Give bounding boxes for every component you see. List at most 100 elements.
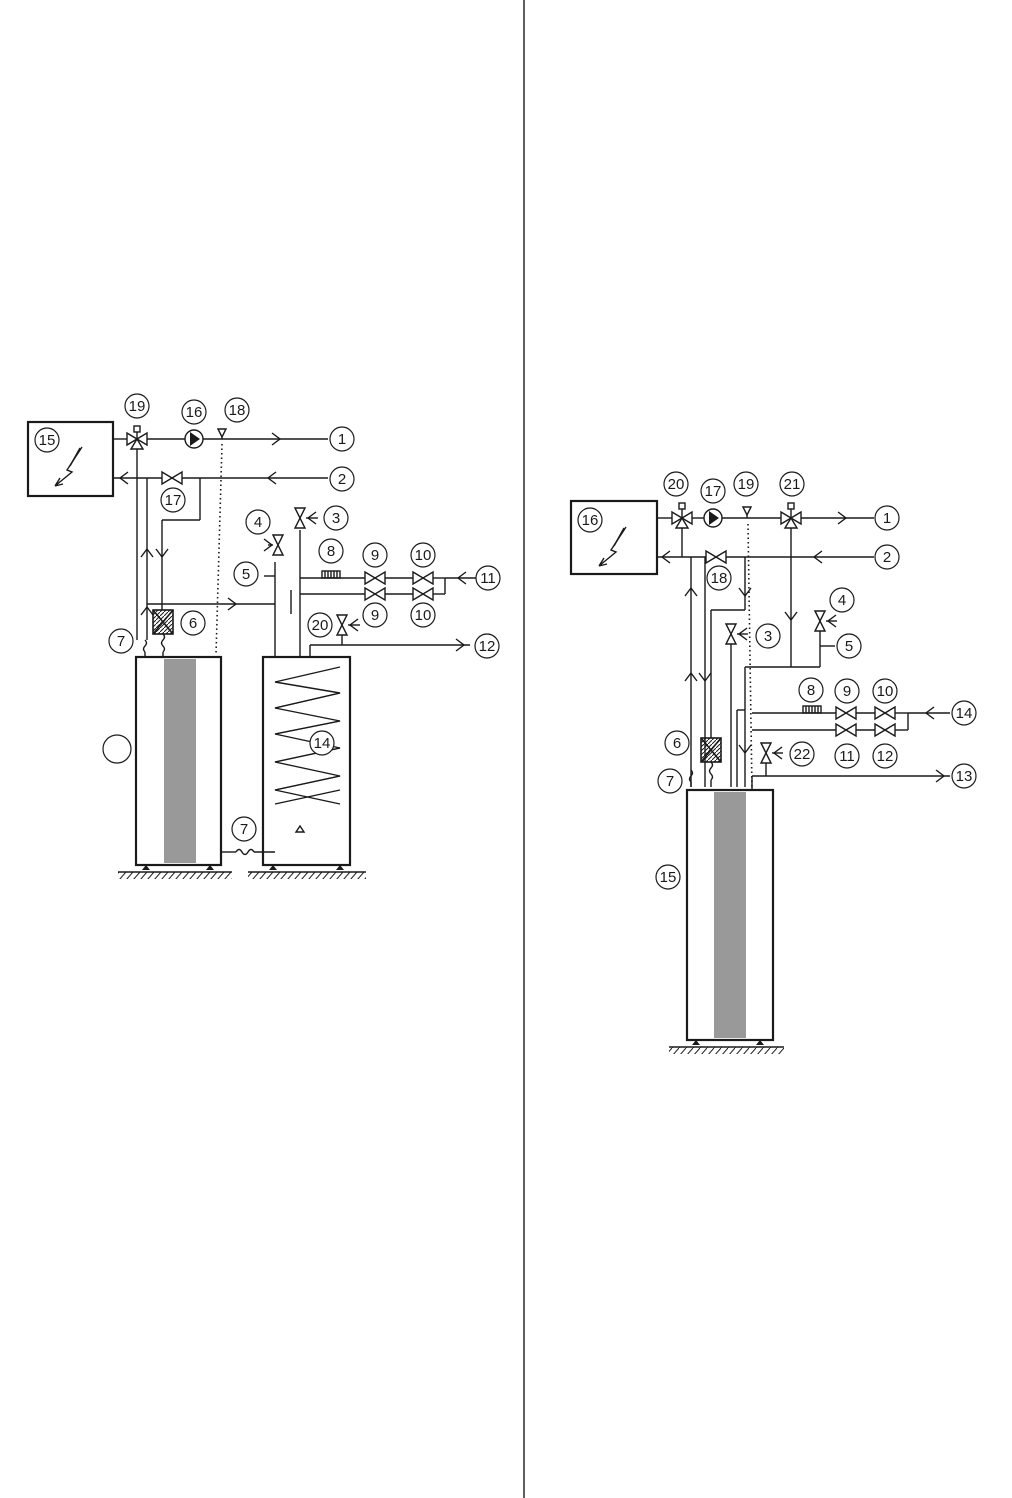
- callout-c-blank: [102, 734, 132, 764]
- callout-c-19: 19: [124, 393, 150, 419]
- callout-number: 3: [764, 628, 772, 645]
- callout-number: 2: [338, 471, 346, 488]
- callout-circle: [410, 602, 436, 628]
- callout-c-10a: 10: [410, 542, 436, 568]
- callout-r-4: 4: [829, 587, 855, 613]
- callout-number: 6: [673, 735, 681, 752]
- callout-c-6: 6: [180, 610, 206, 636]
- callout-r-18: 18: [706, 565, 732, 591]
- callout-number: 7: [240, 821, 248, 838]
- sensor-cable: [215, 443, 223, 656]
- callout-c-8: 8: [318, 538, 344, 564]
- callout-circle: [951, 763, 977, 789]
- callout-r-8: 8: [798, 677, 824, 703]
- callout-c-16: 16: [181, 399, 207, 425]
- callout-r-3: 3: [755, 623, 781, 649]
- callout-circle: [323, 505, 349, 531]
- callout-circle: [307, 612, 333, 638]
- callout-number: 7: [666, 773, 674, 790]
- callout-circle: [34, 427, 60, 453]
- callout-circle: [872, 743, 898, 769]
- callout-number: 10: [877, 683, 894, 700]
- ground-hatch-icon: [118, 872, 232, 879]
- callout-number: 7: [117, 633, 125, 650]
- callout-number: 14: [956, 705, 973, 722]
- callout-c-14: 14: [309, 730, 335, 756]
- callout-number: 10: [415, 547, 432, 564]
- callout-circle: [829, 587, 855, 613]
- three-way-valve-icon-20: [671, 502, 693, 529]
- callout-number: 16: [582, 512, 599, 529]
- callout-circle: [224, 397, 250, 423]
- callout-c-5: 5: [233, 561, 259, 587]
- callout-number: 21: [784, 476, 801, 493]
- callout-number: 19: [129, 398, 146, 415]
- callout-r-16: 16: [577, 507, 603, 533]
- callout-r-5: 5: [836, 633, 862, 659]
- callout-circle: [834, 678, 860, 704]
- callout-circle: [834, 743, 860, 769]
- callout-circle: [663, 471, 689, 497]
- filter-icon: [152, 609, 174, 635]
- callout-c-17: 17: [160, 487, 186, 513]
- callout-c-9a: 9: [362, 542, 388, 568]
- callout-number: 1: [338, 431, 346, 448]
- callout-circle: [181, 399, 207, 425]
- callout-circle: [231, 816, 257, 842]
- callout-number: 9: [371, 547, 379, 564]
- callout-c-7a: 7: [108, 628, 134, 654]
- callout-number: 11: [839, 748, 855, 765]
- callout-r-13: 13: [951, 763, 977, 789]
- callout-c-7b: 7: [231, 816, 257, 842]
- callout-circle: [577, 507, 603, 533]
- callout-circle: [657, 768, 683, 794]
- callout-c-9b: 9: [362, 602, 388, 628]
- callout-number: 8: [807, 682, 815, 699]
- callout-circle: [233, 561, 259, 587]
- callout-number: 6: [189, 615, 197, 632]
- callout-r-2: 2: [874, 544, 900, 570]
- callout-number: 15: [660, 869, 677, 886]
- callout-number: 4: [838, 592, 846, 609]
- callout-number: 5: [845, 638, 853, 655]
- callout-r-19: 19: [733, 471, 759, 497]
- callout-number: 9: [371, 607, 379, 624]
- filter-icon-right: [700, 737, 722, 763]
- callout-circle: [160, 487, 186, 513]
- water-meter-icon: [321, 570, 341, 579]
- callout-r-14: 14: [951, 700, 977, 726]
- callout-number: 4: [254, 514, 262, 531]
- callout-number: 12: [479, 638, 496, 655]
- callout-number: 12: [877, 748, 894, 765]
- callout-circle: [874, 544, 900, 570]
- callout-r-9: 9: [834, 678, 860, 704]
- callout-circle: [245, 509, 271, 535]
- callout-circle: [789, 741, 815, 767]
- callout-circle: [309, 730, 335, 756]
- callout-c-10b: 10: [410, 602, 436, 628]
- boiler-box: [26, 420, 115, 498]
- callout-circle: [475, 565, 501, 591]
- callout-number: 22: [794, 746, 811, 763]
- callout-number: 11: [480, 570, 496, 587]
- callout-r-1: 1: [874, 505, 900, 531]
- callout-circle: [700, 478, 726, 504]
- callout-circle: [706, 565, 732, 591]
- callout-number: 17: [705, 483, 722, 500]
- callout-c-11: 11: [475, 565, 501, 591]
- callout-c-15: 15: [34, 427, 60, 453]
- callout-circle: [362, 542, 388, 568]
- callout-r-6: 6: [664, 730, 690, 756]
- callout-r-7: 7: [657, 768, 683, 794]
- callout-circle: [733, 471, 759, 497]
- callout-circle: [798, 677, 824, 703]
- callout-number: 1: [883, 510, 891, 527]
- callout-number: 2: [883, 549, 891, 566]
- callout-circle: [329, 426, 355, 452]
- callout-circle: [180, 610, 206, 636]
- pump-icon-17: [703, 508, 723, 528]
- callout-r-21: 21: [779, 471, 805, 497]
- callout-number: 18: [711, 570, 728, 587]
- callout-circle: [836, 633, 862, 659]
